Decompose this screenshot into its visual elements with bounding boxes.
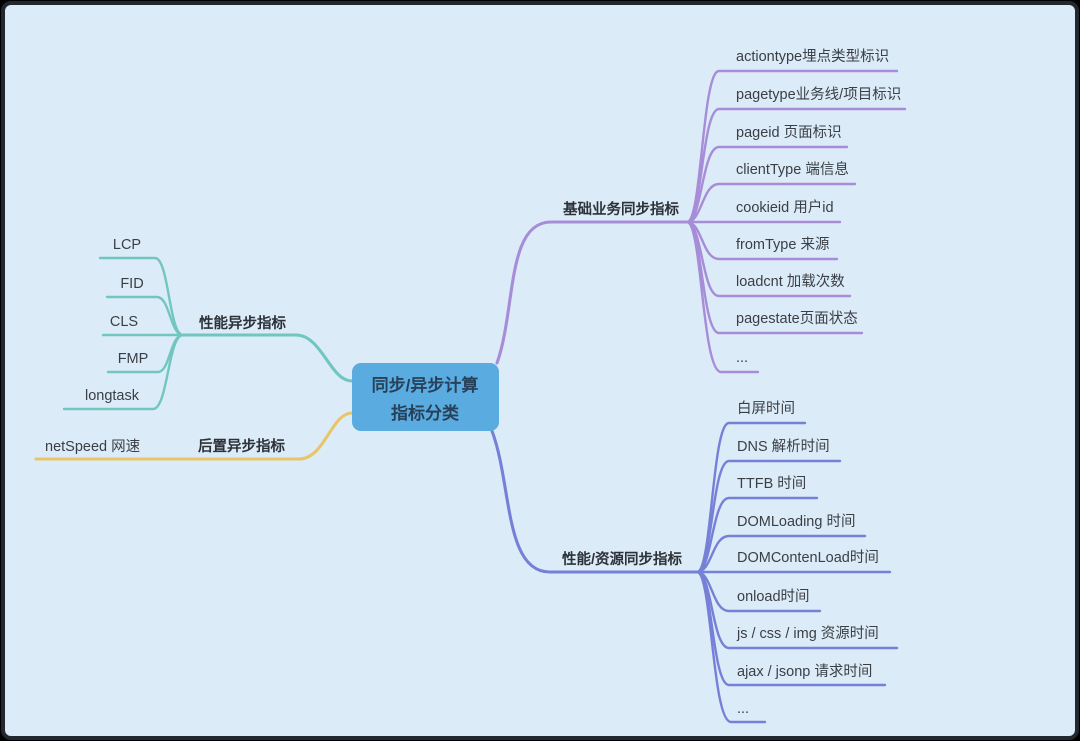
topic-domcontentload[interactable]: DOMContenLoad时间	[737, 549, 879, 566]
topic-ttfb[interactable]: TTFB 时间	[737, 475, 806, 492]
child-line-ttfb	[695, 496, 819, 574]
branch-basic-biz-sync-trunk	[495, 220, 689, 365]
root-node-title-line2: 指标分类	[391, 403, 460, 423]
topic-longtask[interactable]: longtask	[85, 388, 140, 404]
topic-ajax[interactable]: ajax / jsonp 请求时间	[737, 663, 872, 680]
topic-domloading[interactable]: DOMLoading 时间	[737, 513, 855, 530]
topic-fromtype[interactable]: fromType 来源	[736, 236, 830, 253]
topic-actiontype[interactable]: actiontype埋点类型标识	[736, 48, 889, 65]
branch-label-perf-async[interactable]: 性能异步指标	[199, 314, 286, 332]
topic-fmp[interactable]: FMP	[118, 351, 149, 367]
child-line-clienttype	[685, 182, 857, 224]
branch-post-async-trunk	[34, 411, 354, 461]
topic-cls[interactable]: CLS	[110, 314, 138, 330]
topic-loadcnt[interactable]: loadcnt 加载次数	[736, 273, 845, 290]
topic-cookieid[interactable]: cookieid 用户id	[736, 199, 834, 216]
topic-resource-time[interactable]: js / css / img 资源时间	[736, 625, 879, 642]
topic-pagestate[interactable]: pagestate页面状态	[736, 310, 858, 327]
branch-label-post-async[interactable]: 后置异步指标	[198, 437, 285, 455]
child-line-biz-more	[685, 220, 760, 374]
topic-onload[interactable]: onload时间	[737, 588, 810, 605]
topic-perf-more[interactable]: ...	[737, 701, 749, 717]
root-node[interactable]: 同步/异步计算 指标分类	[352, 363, 499, 431]
child-line-pageid	[685, 145, 849, 224]
branch-perf-async-trunk	[181, 333, 354, 383]
topic-white-screen[interactable]: 白屏时间	[737, 400, 795, 417]
topic-fid[interactable]: FID	[120, 276, 143, 292]
child-line-perf-more	[695, 570, 767, 724]
topic-biz-more[interactable]: ...	[736, 350, 748, 366]
topic-pagetype[interactable]: pagetype业务线/项目标识	[736, 86, 901, 103]
child-line-domloading	[695, 534, 867, 574]
topic-dns[interactable]: DNS 解析时间	[737, 438, 830, 455]
branch-perf-resource-sync-trunk	[490, 429, 699, 574]
topic-lcp[interactable]: LCP	[113, 237, 141, 253]
canvas-background	[4, 4, 1076, 737]
topic-pageid[interactable]: pageid 页面标识	[736, 124, 842, 141]
branch-label-basic-biz-sync[interactable]: 基础业务同步指标	[562, 200, 679, 218]
root-node-title-line1: 同步/异步计算	[372, 375, 479, 395]
branch-label-perf-resource-sync[interactable]: 性能/资源同步指标	[562, 550, 683, 568]
topic-netspeed[interactable]: netSpeed 网速	[45, 438, 140, 455]
child-line-longtask	[62, 333, 185, 411]
child-line-fid	[105, 295, 185, 337]
root-node-box[interactable]	[352, 363, 499, 431]
topic-clienttype[interactable]: clientType 端信息	[736, 161, 849, 178]
